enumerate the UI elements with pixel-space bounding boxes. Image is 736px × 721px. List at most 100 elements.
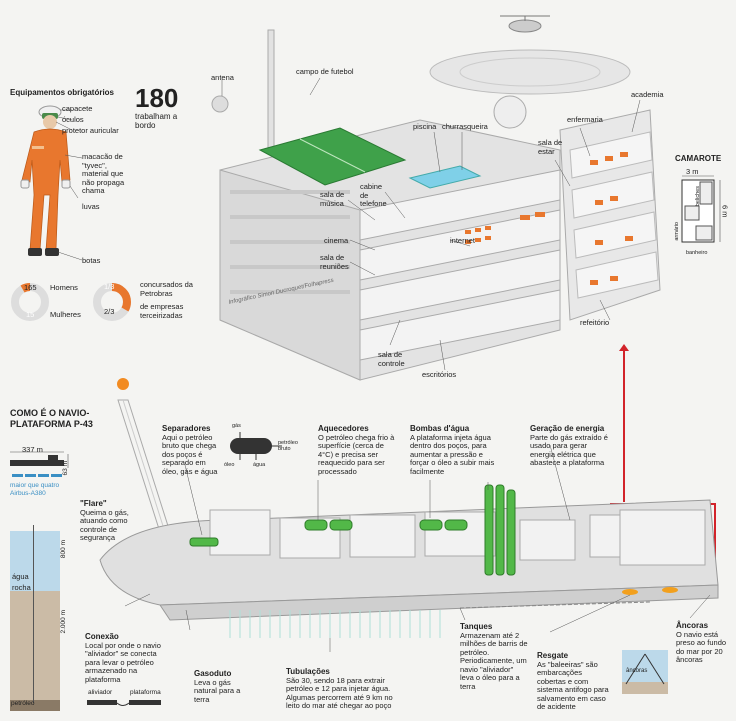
bombas-text: A plataforma injeta água dentro dos poço…: [410, 432, 495, 476]
ship-compare: maior que quatro Airbus-A380: [10, 482, 60, 497]
ship-title: COMO É O NAVIO-PLATAFORMA P-43: [10, 408, 93, 429]
tanques-title: Tanques: [460, 622, 493, 631]
callout-separadores: Separadores Aqui o petróleo bruto que ch…: [162, 424, 224, 476]
label-macacao: macacão de "tyvec", material que não pro…: [82, 152, 125, 195]
platform-cutaway: [211, 15, 661, 381]
geracao-text: Parte do gás extraído é usado para gerar…: [530, 432, 608, 467]
label-cabine: cabine de telefone: [360, 182, 387, 208]
men-value: 165: [24, 283, 37, 292]
ship-length: 337 m: [22, 445, 43, 454]
oil-layer: [10, 700, 60, 711]
camarote-title: CAMAROTE: [675, 154, 722, 163]
flare-title: "Flare": [80, 499, 107, 508]
label-agua: água: [12, 572, 29, 581]
worker-illustration: [20, 105, 83, 261]
ancoras-text: O navio está preso ao fundo do mar por 2…: [676, 629, 727, 664]
depth-2000: 2.000 m: [60, 610, 67, 634]
callout-geracao: Geração de energia Parte do gás extraído…: [530, 424, 610, 468]
callout-tanques: Tanques Armazenam até 2 milhões de barri…: [460, 622, 528, 691]
callout-gasoduto: Gasoduto Leva o gás natural para a terra: [194, 669, 246, 704]
aquecedores-title: Aquecedores: [318, 424, 369, 433]
label-cinema: cinema: [324, 236, 349, 245]
conexao-text: Local por onde o navio "aliviador" se co…: [85, 640, 161, 684]
petrobras-label: concursados da Petrobras: [140, 280, 193, 298]
resgate-text: As "baleeiras" são embarcações cobertas …: [537, 659, 609, 711]
label-luvas: luvas: [82, 202, 100, 211]
label-academia: academia: [631, 90, 664, 99]
sep-gas: gás: [232, 423, 241, 429]
label-capacete: capacete: [62, 104, 93, 113]
label-botas: botas: [82, 256, 101, 265]
camarote-width: 3 m: [686, 167, 699, 176]
label-refeitorio: refeitório: [580, 318, 610, 327]
separadores-title: Separadores: [162, 424, 211, 433]
employer-donut: [93, 283, 131, 321]
gasoduto-text: Leva o gás natural para a terra: [194, 677, 241, 704]
anchors-diagram: [622, 650, 668, 694]
tubulacoes-title: Tubulações: [286, 667, 330, 676]
other-fraction: 2/3: [104, 307, 115, 316]
label-internet: internet: [450, 236, 476, 245]
label-rocha: rocha: [12, 583, 31, 592]
petrobras-fraction: 1/3: [104, 282, 115, 291]
callout-bombas: Bombas d'água A plataforma injeta água d…: [410, 424, 498, 476]
label-petroleo: petróleo: [11, 700, 35, 707]
relief-ship-diagram: [87, 700, 161, 706]
red-pointer-line: [623, 348, 625, 502]
label-antena: antena: [211, 73, 234, 82]
callout-resgate: Resgate As "baleeiras" são embarcações c…: [537, 651, 612, 712]
label-banheiro: banheiro: [686, 250, 708, 256]
label-piscina: piscina: [413, 122, 437, 131]
label-sala-musica: sala de música: [320, 190, 345, 208]
label-oculos: óculos: [62, 115, 84, 124]
ancoras-title: Âncoras: [676, 621, 709, 630]
camarote-plan: [681, 175, 721, 243]
size-comparison: [10, 451, 69, 477]
flare-text: Queima o gás, atuando como controle de s…: [80, 507, 129, 542]
sep-oleo: óleo: [224, 462, 235, 468]
callout-flare: "Flare" Queima o gás, atuando como contr…: [80, 499, 142, 543]
label-ancoras-box: âncoras: [626, 668, 648, 674]
label-protetor: protetor auricular: [62, 126, 119, 135]
flame-icon: [117, 378, 129, 390]
helicopter-icon: [500, 15, 550, 33]
camarote-height: 6 m: [720, 205, 730, 218]
label-enfermaria: enfermaria: [567, 115, 603, 124]
label-aliviador: aliviador: [88, 689, 113, 696]
tubulacoes-text: São 30, sendo 18 para extrair petróleo e…: [286, 675, 393, 710]
well-line: [33, 525, 34, 703]
geracao-title: Geração de energia: [530, 424, 605, 433]
water-layer: [10, 531, 60, 591]
label-beliches: beliches: [695, 186, 701, 207]
bombas-title: Bombas d'água: [410, 424, 470, 433]
callout-aquecedores: Aquecedores O petróleo chega frio à supe…: [318, 424, 400, 476]
tanques-text: Armazenam até 2 milhões de barris de pet…: [460, 630, 528, 691]
crew-label: trabalham a bordo: [135, 112, 178, 130]
label-controle: sala de controle: [378, 350, 405, 368]
aquecedores-text: O petróleo chega frio à superfície (cerc…: [318, 432, 395, 476]
rock-layer: [10, 591, 60, 711]
label-campo: campo de futebol: [296, 67, 354, 76]
depth-800: 800 m: [60, 540, 67, 559]
sep-bruto: petróleo bruto: [278, 440, 298, 452]
separadores-text: Aqui o petróleo bruto que chega dos poço…: [162, 432, 218, 476]
women-label: Mulheres: [50, 310, 81, 319]
callout-tubulacoes: Tubulações São 30, sendo 18 para extrair…: [286, 667, 401, 711]
label-churrasqueira: churrasqueira: [442, 122, 488, 131]
label-reunioes: sala de reuniões: [320, 253, 349, 271]
men-label: Homens: [50, 283, 78, 292]
other-label: de empresas terceirizadas: [140, 302, 184, 320]
crew-number: 180: [135, 83, 179, 113]
gender-donut: [11, 283, 49, 321]
resgate-title: Resgate: [537, 651, 569, 660]
red-arrow-icon: [619, 344, 629, 351]
ship-depth: 63 m: [62, 461, 69, 476]
label-sala-estar: sala de estar: [538, 138, 563, 156]
callout-conexao: Conexão Local por onde o navio "aliviado…: [85, 632, 165, 684]
ship-illustration: [99, 378, 719, 652]
gasoduto-title: Gasoduto: [194, 669, 232, 678]
equipment-title: Equipamentos obrigatórios: [10, 88, 115, 97]
sep-agua: água: [253, 462, 266, 468]
label-armario: armário: [674, 222, 680, 241]
separator-diagram: [230, 432, 282, 460]
